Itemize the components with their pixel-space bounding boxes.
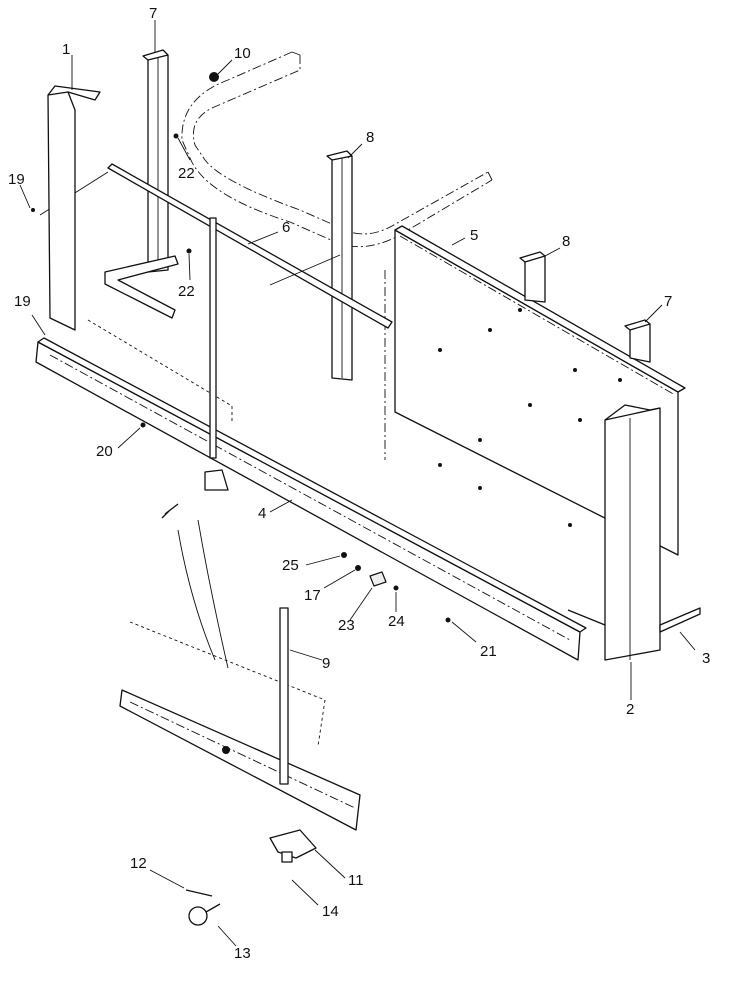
callout-10: 10 — [234, 45, 251, 62]
callout-8-right: 8 — [562, 233, 570, 250]
callout-24: 24 — [388, 613, 405, 630]
callout-9: 9 — [322, 655, 330, 672]
callout-4: 4 — [258, 505, 266, 522]
callout-22-top: 22 — [178, 165, 195, 182]
callout-22-mid: 22 — [178, 283, 195, 300]
callout-14: 14 — [322, 903, 339, 920]
vertical-rod-detail — [279, 607, 289, 785]
callout-7-right: 7 — [664, 293, 672, 310]
callout-20: 20 — [96, 443, 113, 460]
channel-upright-center — [326, 150, 353, 381]
left-end-panel — [47, 85, 101, 331]
small-hardware — [31, 72, 451, 623]
channel-upright-right — [519, 251, 546, 303]
pin-clip — [161, 503, 229, 669]
callout-7-top: 7 — [149, 5, 157, 22]
callout-21: 21 — [480, 643, 497, 660]
callout-25: 25 — [282, 557, 299, 574]
pin-and-ring — [185, 889, 221, 926]
vertical-rod-upper — [204, 217, 229, 491]
foot-pad — [269, 829, 317, 863]
l-bracket — [104, 255, 179, 319]
callout-17: 17 — [304, 587, 321, 604]
callout-1: 1 — [62, 41, 70, 58]
bottom-rail — [35, 319, 587, 661]
callout-19-top: 19 — [8, 171, 25, 188]
callout-5: 5 — [470, 227, 478, 244]
leader-lines — [19, 20, 696, 947]
callout-11: 11 — [348, 872, 364, 889]
callout-13: 13 — [234, 945, 251, 962]
callout-2: 2 — [626, 701, 634, 718]
right-end-post — [604, 404, 661, 661]
callout-6: 6 — [282, 219, 290, 236]
curved-tube-frame — [181, 51, 493, 248]
callout-3: 3 — [702, 650, 710, 667]
channel-upright-left — [142, 49, 169, 273]
callout-12: 12 — [130, 855, 147, 872]
base-foot — [567, 607, 701, 633]
callouts: 1 7 10 19 22 8 6 5 8 22 19 7 20 4 25 17 … — [8, 5, 710, 962]
callout-23: 23 — [338, 617, 355, 634]
channel-upright-rear-right — [624, 319, 651, 363]
detail-rail — [119, 621, 361, 831]
callout-19-mid: 19 — [14, 293, 31, 310]
callout-8-center: 8 — [366, 129, 374, 146]
